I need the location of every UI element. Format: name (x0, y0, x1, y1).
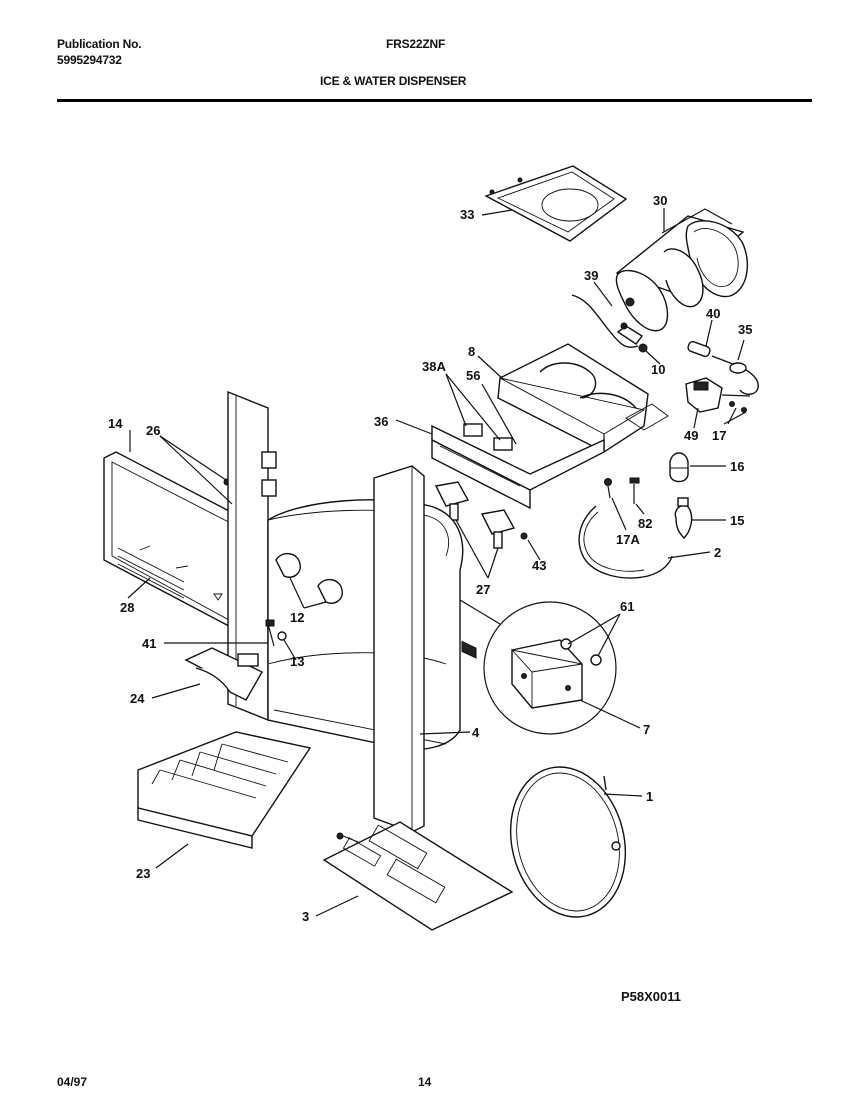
part-40-35-solenoid (687, 340, 759, 395)
callout-39: 39 (584, 268, 598, 283)
header-rule (57, 99, 812, 102)
callout-1: 1 (646, 789, 653, 804)
callout-43: 43 (532, 558, 546, 573)
part-23-grille (137, 731, 312, 849)
callout-7: 7 (643, 722, 650, 737)
part-2-wiring (578, 505, 673, 579)
callout-17: 17 (712, 428, 726, 443)
publication-number: 5995294732 (57, 53, 122, 67)
part-13-washer (277, 631, 287, 641)
publication-date: 04/97 (57, 1075, 88, 1089)
part-15-bulb (674, 497, 693, 539)
part-49-bracket (685, 377, 751, 413)
callout-49: 49 (684, 428, 698, 443)
callout-28: 28 (120, 600, 134, 615)
part-10-screw (638, 343, 661, 365)
figure-code: P58X0011 (621, 989, 682, 1004)
page-number: 14 (418, 1075, 432, 1089)
part-30-housing (615, 208, 749, 332)
part-17a-82-screws (604, 477, 640, 504)
part-16-socket (669, 452, 689, 483)
publication-label: Publication No. (57, 37, 142, 51)
part-36-bracket (431, 423, 605, 659)
callout-41: 41 (142, 636, 156, 651)
callout-12: 12 (290, 610, 304, 625)
callout-8: 8 (468, 344, 475, 359)
callout-27: 27 (476, 582, 490, 597)
part-33-plate (484, 165, 628, 242)
section-title: ICE & WATER DISPENSER (320, 74, 467, 88)
callout-17a: 17A (616, 532, 640, 547)
callout-61: 61 (620, 599, 634, 614)
callout-14: 14 (108, 416, 123, 431)
callout-56: 56 (466, 368, 480, 383)
leader-lines (127, 208, 747, 917)
callout-26: 26 (146, 423, 160, 438)
callout-40: 40 (706, 306, 720, 321)
callout-33: 33 (460, 207, 474, 222)
callout-3: 3 (302, 909, 309, 924)
part-41-screw (265, 619, 275, 647)
callout-38a: 38A (422, 359, 446, 374)
part-3-drip-tray (322, 821, 514, 931)
model-number: FRS22ZNF (386, 37, 446, 51)
part-1-gasket (509, 766, 627, 918)
callout-35: 35 (738, 322, 752, 337)
callout-15: 15 (730, 513, 744, 528)
part-24-lever (184, 647, 264, 701)
callout-23: 23 (136, 866, 150, 881)
callout-13: 13 (290, 654, 304, 669)
callout-4: 4 (472, 725, 480, 740)
callout-16: 16 (730, 459, 744, 474)
callout-30: 30 (653, 193, 667, 208)
callout-24: 24 (130, 691, 145, 706)
callout-82: 82 (638, 516, 652, 531)
part-43-screw (520, 532, 528, 540)
callout-labels: 33 30 39 40 35 8 10 38A 56 36 49 17 16 1… (108, 193, 752, 924)
part-39-wire (571, 294, 644, 348)
cabinet-front-post (373, 465, 425, 833)
part-12-clips (275, 553, 343, 604)
callout-36: 36 (374, 414, 388, 429)
part-8-motor-housing (497, 343, 669, 453)
part-7-switch-detail (459, 599, 617, 735)
callout-10: 10 (651, 362, 665, 377)
callout-2: 2 (714, 545, 721, 560)
part-27-actuators (434, 481, 516, 549)
